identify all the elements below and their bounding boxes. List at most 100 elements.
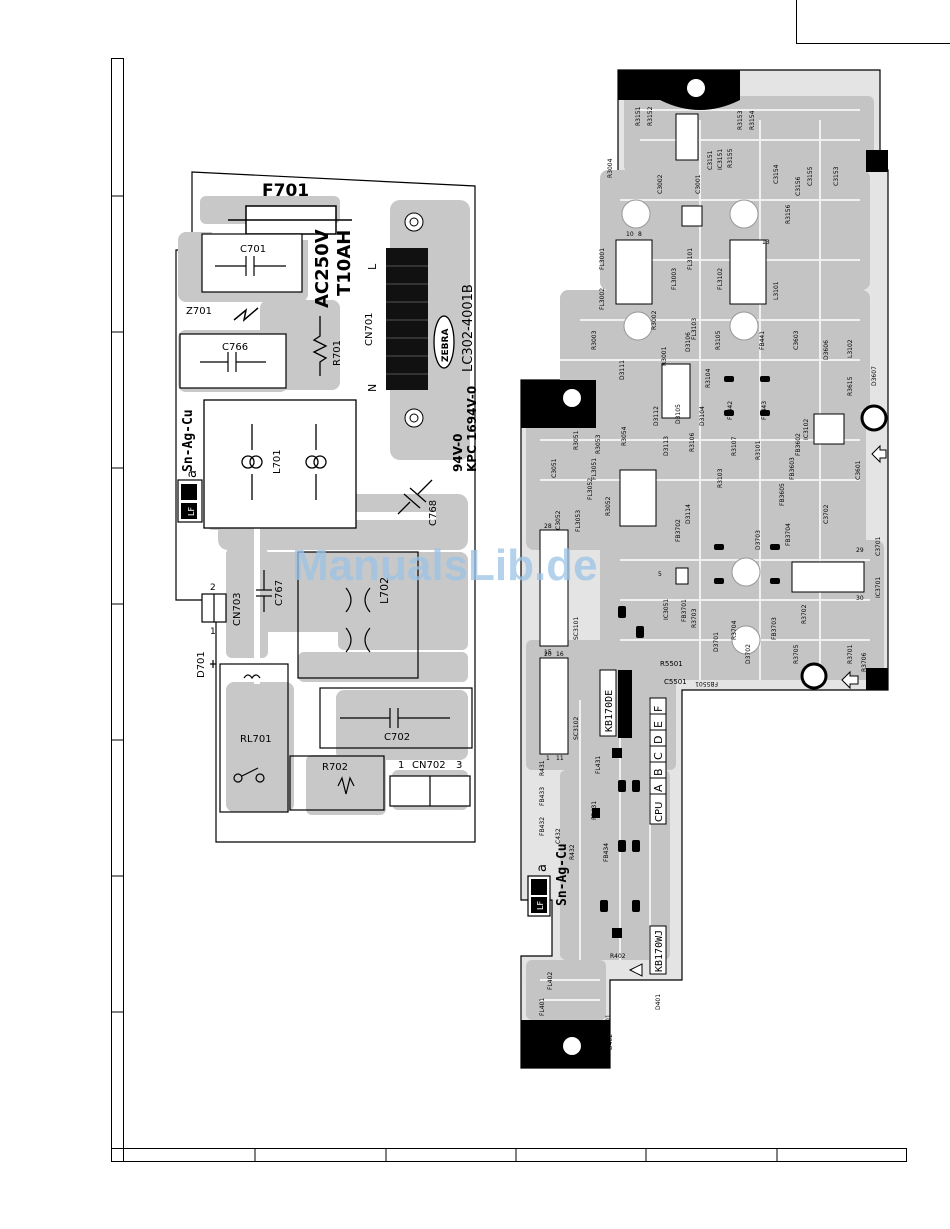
cn703-label: CN703	[232, 592, 243, 626]
lbl-d3114: D3114	[685, 504, 692, 524]
lbl-r3151: R3151	[635, 106, 642, 126]
lbl-r3002: R3002	[651, 310, 658, 330]
kb170de-bar	[618, 670, 632, 738]
lbl-r3104: R3104	[705, 368, 712, 388]
l701-label: L701	[272, 449, 283, 474]
lbl-r3705: R3705	[793, 644, 800, 664]
fuse-rating-1: AC250V	[312, 229, 333, 308]
lbl-fb433: FB433	[539, 787, 546, 806]
r701-symbol	[312, 316, 328, 376]
lbl-r3001: R3001	[661, 346, 668, 366]
lbl-fb5501: FB5501	[695, 680, 718, 687]
lbl-fb3602: FB3602	[795, 433, 802, 456]
lbl-d3111: D3111	[619, 360, 626, 380]
lbl-r3106: R3106	[689, 432, 696, 452]
l702-label: L702	[378, 577, 391, 604]
frame-corner-box-bottom	[796, 43, 950, 44]
lbl-fb3703: FB3703	[771, 617, 778, 640]
main-black-blocks	[521, 70, 888, 1068]
lbl-r431: R431	[539, 760, 546, 776]
lbl-c3052: C3052	[555, 510, 562, 530]
lbl-c3002: C3002	[657, 174, 664, 194]
lbl-fb432: FB432	[539, 817, 546, 836]
lbl-r3054: R3054	[621, 426, 628, 446]
lf-power-suffix: a	[185, 470, 200, 478]
section-f: F	[652, 706, 665, 712]
lbl-fl401: FL401	[539, 998, 546, 1016]
lbl-r5501: R5501	[660, 660, 683, 668]
cn702-pin1: 1	[398, 760, 404, 771]
lbl-l3102: L3102	[847, 339, 854, 358]
fuse-label: F701	[262, 181, 309, 201]
lbl-pin-28: 28	[544, 523, 552, 530]
lbl-r3152: R3152	[647, 106, 654, 126]
lbl-pin-8: 8	[638, 231, 642, 238]
lbl-ic3151: IC3151	[717, 149, 724, 170]
cap-c767	[256, 570, 272, 612]
lbl-r402: R402	[610, 953, 626, 960]
lbl-r3701: R3701	[847, 644, 854, 664]
neutral-n-label: N	[366, 384, 379, 392]
lbl-fl3051: FL3051	[591, 458, 598, 480]
frame-corner-box-left	[796, 0, 797, 44]
lbl-ic3701: IC3701	[875, 577, 882, 598]
lf-mark-power	[177, 479, 203, 523]
part-number: LC302-4001B	[461, 284, 476, 372]
lbl-c3702: C3702	[823, 504, 830, 524]
lbl-fb441: FB441	[759, 331, 766, 350]
lbl-r3703: R3703	[691, 608, 698, 628]
lbl-fl3001: FL3001	[599, 248, 606, 270]
lbl-fl3102: FL3102	[717, 268, 724, 290]
lf-power-text: LF	[187, 507, 196, 516]
lbl-sc3102: SC3102	[573, 717, 580, 740]
section-b: B	[652, 768, 665, 776]
inductor-l702	[297, 551, 419, 679]
section-boxes	[599, 669, 667, 975]
lbl-pin-15: 15	[544, 649, 552, 656]
lbl-fl3101: FL3101	[687, 248, 694, 270]
main-smd-pads	[592, 376, 780, 938]
lbl-d3701: D3701	[713, 632, 720, 652]
main-board: F E D C B A CPU KB170DE KB170WJ LF a Sn-…	[520, 69, 889, 1069]
lbl-r3704: R3704	[731, 620, 738, 640]
lbl-c3001: C3001	[695, 174, 702, 194]
lbl-fl3052: FL3052	[587, 478, 594, 500]
lbl-r3101: R3101	[755, 440, 762, 460]
lbl-pin-1: 1	[546, 755, 550, 762]
rl701-label: RL701	[240, 734, 272, 745]
lbl-r3155: R3155	[727, 148, 734, 168]
lbl-pin-10: 10	[626, 231, 634, 238]
section-e: E	[652, 721, 665, 728]
lbl-r3153: R3153	[737, 110, 744, 130]
section-d: D	[652, 736, 665, 744]
arrow-right-hole	[871, 444, 887, 464]
main-component-labels: R3151 R3152 R3153 R3154 C3151 IC3151 R31…	[539, 106, 882, 1050]
lbl-pin-11: 11	[556, 755, 564, 762]
material-power: Sn-Ag-Cu	[181, 409, 196, 472]
lbl-r3004: R3004	[607, 158, 614, 178]
lf-main-text: LF	[536, 901, 545, 910]
main-mount-holes	[563, 79, 888, 1055]
board-code: KPC 1694V-0	[465, 386, 479, 472]
lbl-r432: R432	[569, 844, 576, 860]
lbl-r3107: R3107	[731, 436, 738, 456]
lbl-fl3103: FL3103	[691, 318, 698, 340]
power-mount-holes	[404, 212, 424, 428]
lbl-fb434: FB434	[603, 843, 610, 862]
cap-c701	[201, 233, 303, 293]
watermark: ManualsLib.de	[292, 541, 598, 590]
connector-cn703	[201, 593, 227, 623]
line-l-label: L	[366, 263, 379, 270]
frame-bottom-right	[906, 1148, 907, 1162]
kb170de-label: KB170DE	[604, 690, 615, 732]
c702-label: C702	[384, 732, 410, 743]
kb170wj-label: KB170WJ	[654, 930, 665, 972]
inductor-l701	[203, 399, 357, 529]
cap-c766	[179, 333, 287, 389]
lbl-fb3704: FB3704	[785, 523, 792, 546]
lbl-d3104: D3104	[699, 406, 706, 426]
relay-rl701	[219, 663, 289, 813]
z701-label: Z701	[186, 306, 212, 317]
connector-cn701	[386, 248, 428, 390]
